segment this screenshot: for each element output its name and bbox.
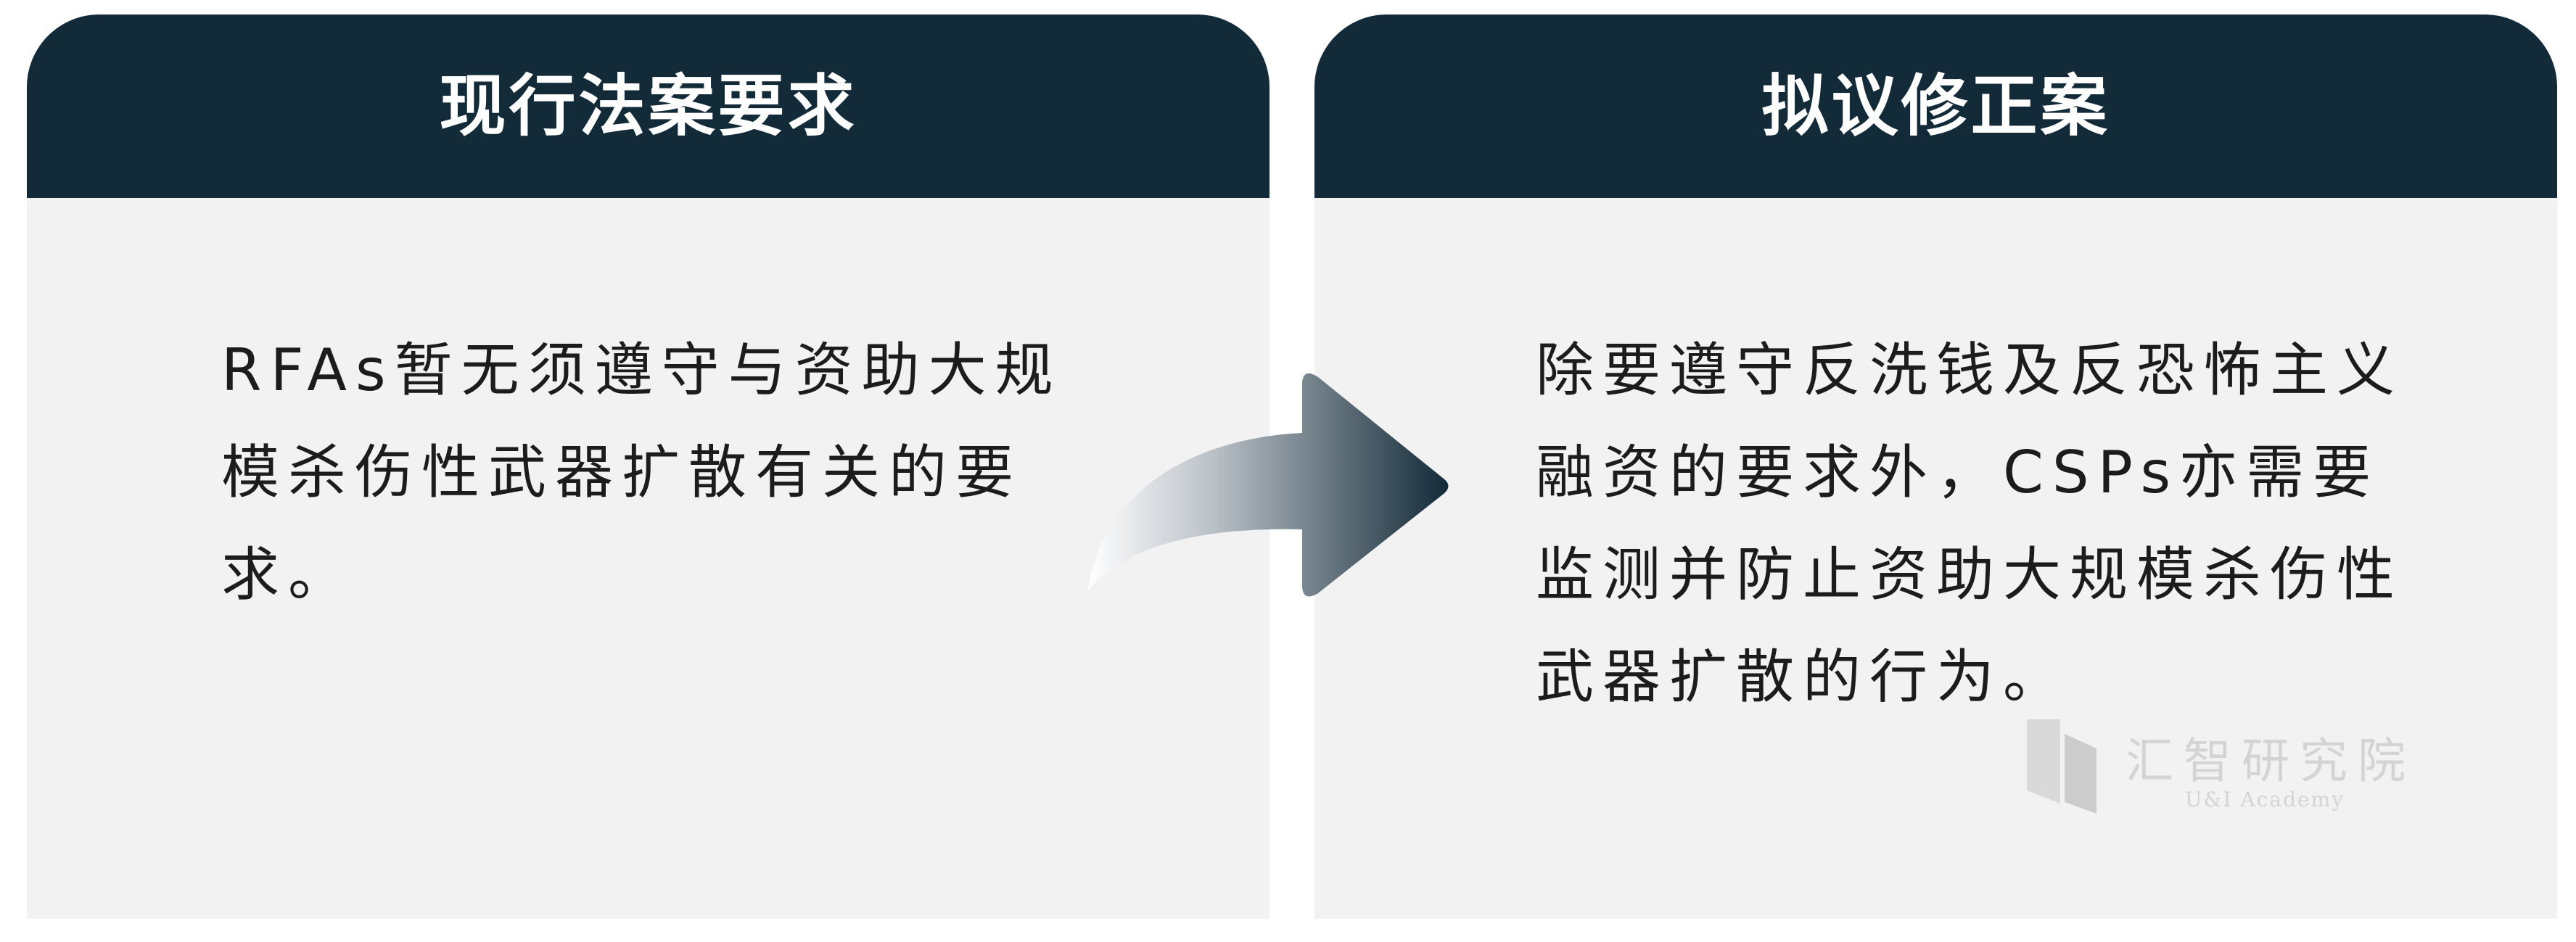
academy-logo-icon xyxy=(2027,719,2096,814)
academy-subtitle: U&I Academy xyxy=(2185,788,2345,811)
curved-arrow-icon xyxy=(1088,373,1449,597)
academy-watermark: 汇智研究院 U&I Academy xyxy=(2024,718,2430,819)
proposed-amendment-text: 除要遵守反洗钱及反恐怖主义融资的要求外，CSPs亦需要监测并防止资助大规模杀伤性… xyxy=(1536,336,2403,711)
proposed-amendment-panel: 拟议修正案 除要遵守反洗钱及反恐怖主义融资的要求外，CSPs亦需要监测并防止资助… xyxy=(1314,15,2557,919)
current-law-header: 现行法案要求 xyxy=(27,15,1270,198)
proposed-amendment-title: 拟议修正案 xyxy=(1761,67,2110,145)
proposed-amendment-header: 拟议修正案 xyxy=(1314,15,2557,198)
current-law-text: RFAs暂无须遵守与资助大规模杀伤性武器扩散有关的要求。 xyxy=(221,336,1062,608)
current-law-panel: 现行法案要求 RFAs暂无须遵守与资助大规模杀伤性武器扩散有关的要求。 xyxy=(27,15,1270,919)
current-law-title: 现行法案要求 xyxy=(439,67,857,145)
academy-name: 汇智研究院 xyxy=(2126,733,2416,789)
